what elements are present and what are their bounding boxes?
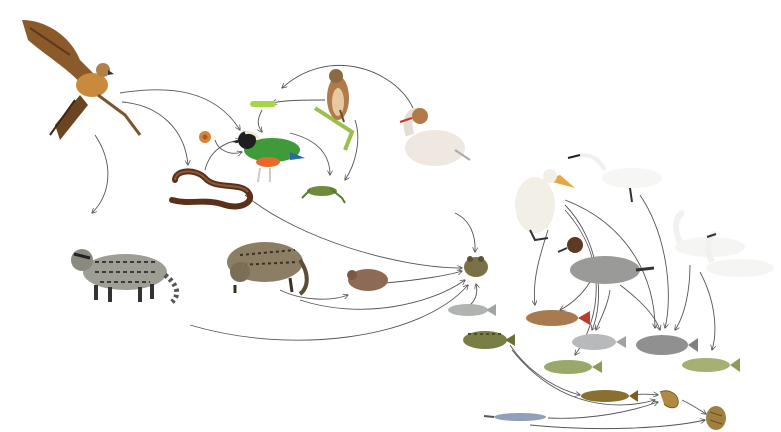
bream-icon: [636, 335, 698, 355]
green-fish-icon: [544, 360, 602, 374]
arrow-hawk-to-snake: [122, 102, 188, 165]
green-fish-right-icon: [682, 358, 740, 372]
egret-icon: [568, 155, 662, 202]
water-snail-icon: [706, 406, 726, 430]
arrow-civet-large-to-frog: [190, 285, 468, 340]
arrow-fish-left-to-frog: [470, 284, 477, 305]
arrow-merganser-to-frog: [455, 213, 475, 252]
catfish-icon: [581, 390, 638, 402]
frog-icon: [464, 256, 488, 277]
arrow-pelican-to-carp: [534, 230, 548, 305]
grasshopper-icon: [302, 186, 345, 203]
arrow-needlefish-to-water-snail: [530, 420, 705, 429]
silver-fish-icon: [572, 334, 626, 350]
pelican-icon: [515, 169, 575, 240]
fish-icon: [448, 304, 496, 316]
pitta-bird-icon: [232, 131, 305, 182]
arrow-caterpillar-to-pitta: [258, 110, 262, 132]
shrimp-icon: [660, 391, 678, 408]
hawk-icon: [22, 20, 140, 140]
perched-bird-icon: [315, 69, 352, 150]
merganser-icon: [400, 108, 470, 166]
carp-icon: [526, 310, 590, 326]
civet-icon: [71, 249, 177, 302]
perch-fish-icon: [463, 331, 515, 349]
arrow-civet-small-to-rodent: [280, 290, 348, 299]
arrow-duck-to-carp: [560, 282, 590, 310]
arrow-rodent-to-frog: [385, 271, 462, 283]
caterpillar-icon: [250, 101, 276, 107]
arrow-swans-to-bream: [675, 265, 690, 330]
arrow-hawk-to-pitta: [120, 90, 240, 130]
rodent-icon: [347, 269, 388, 291]
needlefish-icon: [484, 413, 546, 421]
arrow-perched-bird-to-caterpillar: [272, 100, 325, 103]
arrow-shrimp-to-water-snail: [682, 400, 706, 414]
arrow-hawk-to-civet: [92, 135, 108, 213]
arrow-snake-to-pitta: [205, 140, 240, 170]
snake-icon: [172, 171, 250, 206]
arrow-swans-to-green-fish-right: [700, 272, 715, 350]
small-civet-icon: [227, 242, 307, 294]
arrow-egret-to-bream: [640, 195, 668, 328]
land-snail-icon: [199, 131, 211, 143]
pintail-duck-icon: [558, 237, 654, 284]
